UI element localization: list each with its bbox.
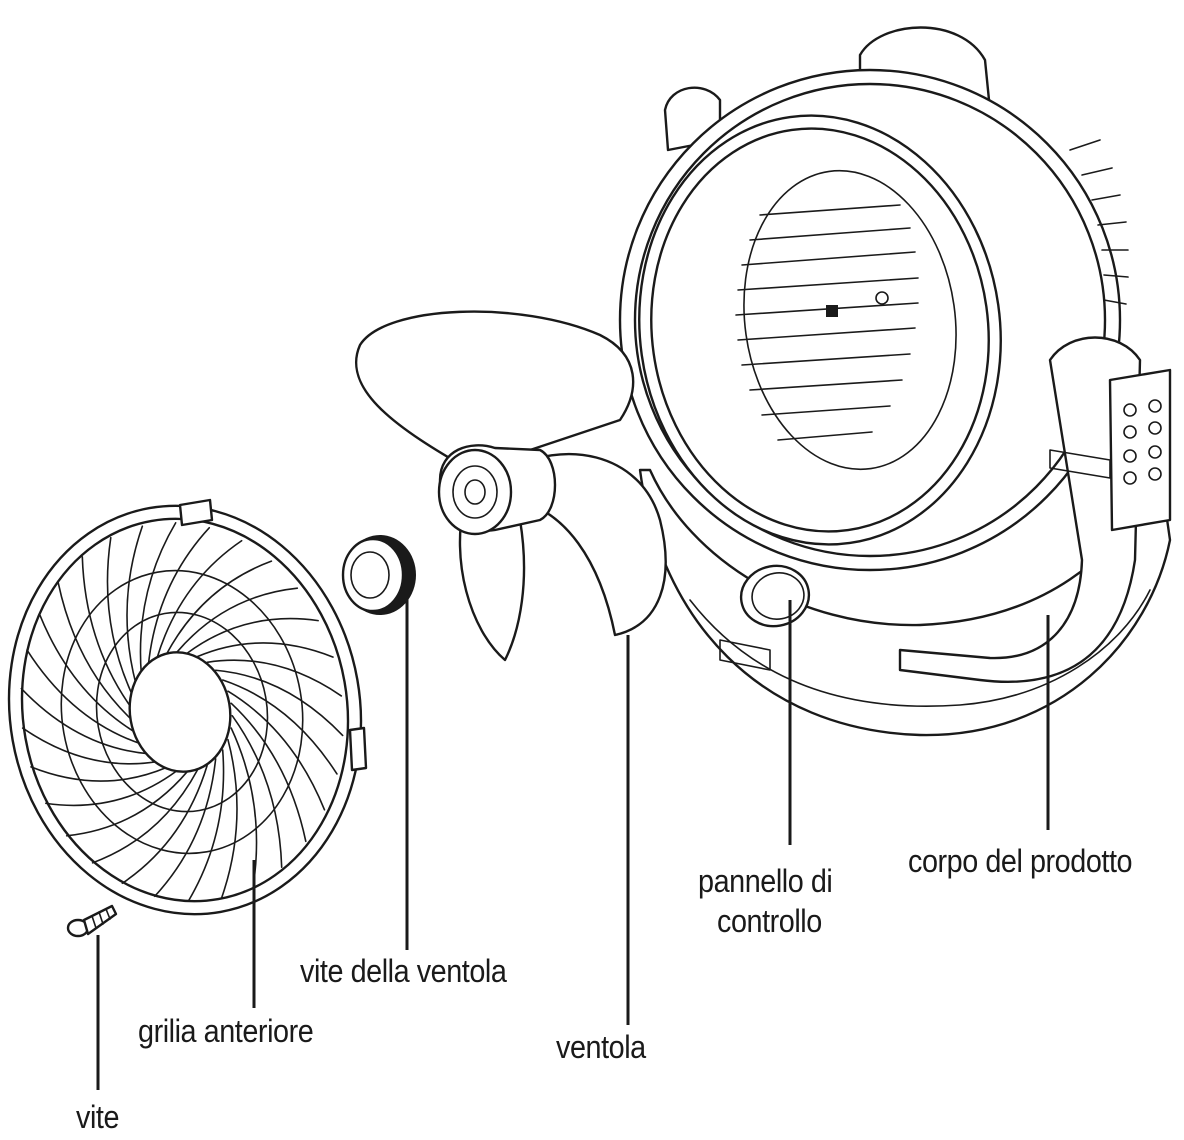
label-front-grill: grilia anteriore — [138, 1013, 314, 1049]
grill-spoke — [206, 659, 343, 697]
grill-spoke — [30, 766, 168, 782]
front-grill — [7, 498, 368, 916]
grill-spoke — [156, 539, 243, 660]
screw — [66, 904, 118, 938]
grill-spoke — [153, 758, 217, 898]
grill-spoke — [106, 536, 134, 697]
grill-spoke — [81, 556, 133, 710]
grill-spoke — [21, 727, 158, 765]
fan-spinner-cap — [341, 535, 416, 615]
grill-spoke — [214, 669, 344, 737]
fan-blade — [354, 310, 667, 662]
grill-spoke — [45, 770, 178, 807]
label-control-panel-line1: pannello di — [698, 863, 833, 899]
grill-spoke — [121, 764, 208, 885]
grill-spoke — [220, 738, 238, 899]
grill-spoke — [57, 581, 134, 722]
label-screw: vite — [76, 1099, 120, 1135]
control-panel — [739, 564, 811, 628]
label-product-body: corpo del prodotto — [908, 843, 1133, 879]
grill-ring — [60, 569, 304, 855]
grill-ring — [95, 611, 269, 813]
grill-spoke — [38, 613, 137, 734]
grill-spoke — [221, 679, 338, 775]
label-fan-blade: ventola — [556, 1029, 646, 1065]
grill-spoke — [175, 587, 299, 654]
product-body — [618, 26, 1172, 737]
grill-spoke — [139, 522, 177, 675]
grill-spoke — [126, 525, 144, 686]
leader-lines — [96, 575, 1050, 1090]
grill-spoke — [187, 749, 225, 902]
grill-spoke — [20, 687, 150, 755]
grill-spoke — [230, 702, 307, 843]
grill-spoke — [186, 617, 319, 654]
label-control-panel-line2: controllo — [717, 903, 822, 939]
grill-spoke — [65, 770, 189, 837]
grill-spoke — [196, 642, 334, 658]
grill-spoke — [231, 714, 283, 868]
grill-spoke — [91, 769, 199, 864]
grill-spoke — [227, 690, 326, 811]
grill-spoke — [26, 649, 143, 745]
label-fan-screw: vite della ventola — [300, 953, 507, 989]
grill-spoke — [165, 560, 273, 655]
grill-spoke — [147, 526, 211, 666]
